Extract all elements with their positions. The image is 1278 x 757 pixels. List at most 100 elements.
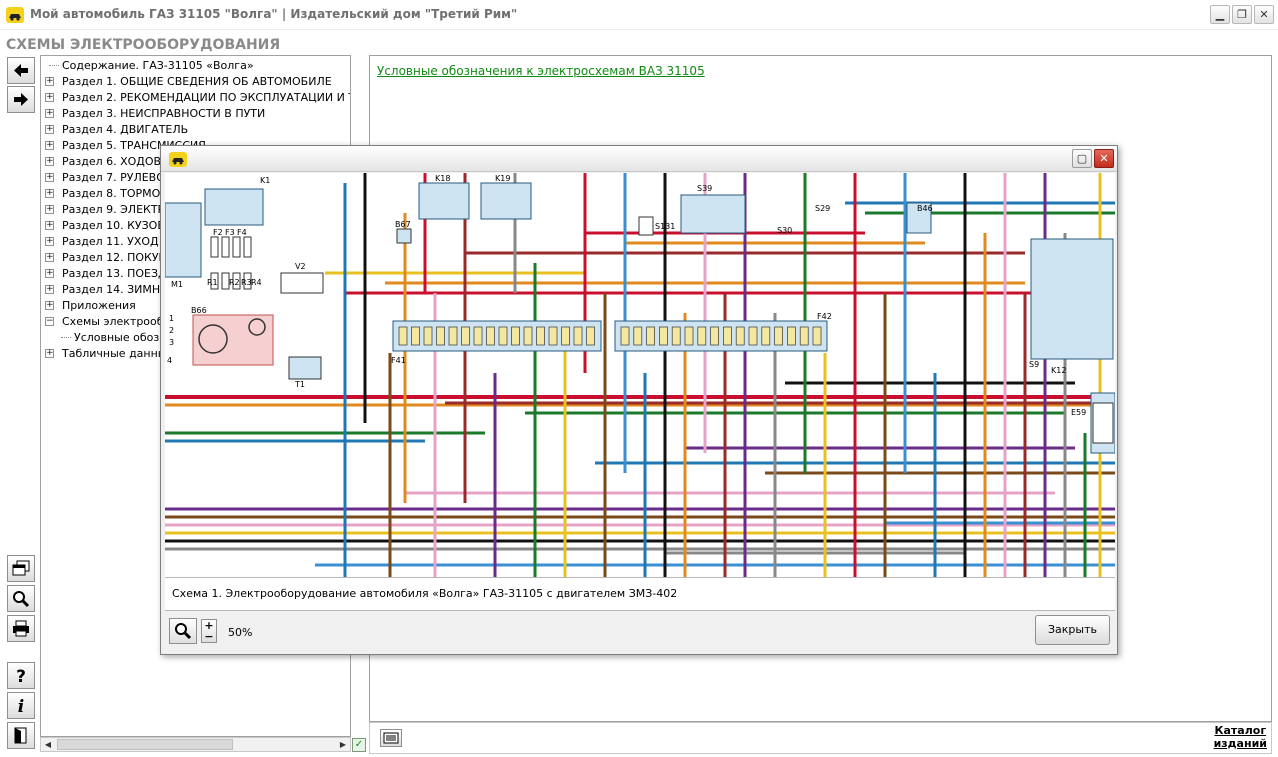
zoom-tool-button[interactable] bbox=[169, 618, 197, 644]
component-label: M1 bbox=[171, 280, 183, 289]
component-label: K18 bbox=[435, 174, 450, 183]
fuse bbox=[787, 326, 796, 346]
expand-icon[interactable]: + bbox=[45, 300, 54, 310]
print-button[interactable] bbox=[7, 615, 35, 642]
sensor-element bbox=[198, 324, 228, 354]
windows-button[interactable] bbox=[7, 555, 35, 582]
component-label: B66 bbox=[191, 306, 207, 315]
toc-item-label: Раздел 3. НЕИСПРАВНОСТИ В ПУТИ bbox=[62, 107, 266, 120]
component-label: S30 bbox=[777, 226, 792, 235]
expand-icon[interactable]: + bbox=[45, 76, 54, 86]
resistor bbox=[232, 236, 241, 258]
fuse bbox=[461, 326, 470, 346]
list-icon bbox=[383, 732, 399, 744]
zoom-stepper[interactable]: + − bbox=[201, 619, 217, 643]
expand-icon[interactable]: + bbox=[45, 284, 54, 294]
relay bbox=[418, 182, 470, 220]
relay bbox=[204, 188, 264, 226]
fuse bbox=[436, 326, 445, 346]
lamp-block bbox=[1092, 402, 1114, 444]
close-modal-button[interactable]: ✕ bbox=[1094, 149, 1114, 168]
close-icon: ✕ bbox=[1099, 152, 1109, 165]
close-window-button[interactable]: ✕ bbox=[1254, 5, 1274, 24]
component-label: K19 bbox=[495, 174, 510, 183]
component-label: F4 bbox=[237, 228, 247, 237]
info-button[interactable]: i bbox=[7, 692, 35, 719]
list-button[interactable] bbox=[380, 729, 402, 747]
fuse bbox=[586, 326, 595, 346]
back-button[interactable] bbox=[7, 57, 35, 84]
catalog-link[interactable]: Каталог изданий bbox=[1214, 724, 1267, 750]
toc-horizontal-scrollbar[interactable]: ◀ ▶ bbox=[40, 737, 351, 752]
collapse-icon[interactable]: − bbox=[45, 316, 54, 326]
toc-item-label: Раздел 4. ДВИГАТЕЛЬ bbox=[62, 123, 189, 136]
help-button[interactable]: ? bbox=[7, 662, 35, 689]
relay bbox=[1030, 238, 1114, 360]
resistor bbox=[243, 272, 252, 290]
expand-icon[interactable]: + bbox=[45, 268, 54, 278]
search-button[interactable] bbox=[7, 585, 35, 612]
expand-icon[interactable]: + bbox=[45, 172, 54, 182]
expand-icon[interactable]: + bbox=[45, 92, 54, 102]
catalog-link-line2: изданий bbox=[1213, 737, 1267, 750]
sync-checkbox[interactable]: ✓ bbox=[352, 738, 366, 752]
legend-link[interactable]: Условные обозначения к электросхемам ВАЗ… bbox=[377, 64, 705, 78]
content-footer: Каталог изданий bbox=[369, 722, 1272, 754]
expand-icon[interactable]: + bbox=[45, 204, 54, 214]
expand-icon[interactable]: + bbox=[45, 156, 54, 166]
restore-button[interactable]: ❐ bbox=[1232, 5, 1252, 24]
fuse bbox=[799, 326, 809, 346]
relay-small bbox=[396, 228, 412, 244]
zoom-level: 50% bbox=[228, 626, 253, 639]
resistor bbox=[221, 272, 230, 290]
svg-text:?: ? bbox=[16, 667, 26, 685]
component-label: 2 bbox=[169, 326, 174, 335]
close-button[interactable]: Закрыть bbox=[1035, 615, 1110, 645]
maximize-button[interactable]: ▢ bbox=[1072, 149, 1092, 168]
expand-icon[interactable]: + bbox=[45, 124, 54, 134]
fuse bbox=[423, 326, 433, 346]
fuse bbox=[411, 326, 420, 346]
minimize-button[interactable]: ▁ bbox=[1210, 5, 1230, 24]
scroll-left-icon[interactable]: ◀ bbox=[44, 740, 52, 749]
forward-button[interactable] bbox=[7, 86, 35, 113]
fuse bbox=[697, 326, 707, 346]
transformer bbox=[288, 356, 322, 380]
toc-item-label: Раздел 2. РЕКОМЕНДАЦИИ ПО ЭКСПЛУАТАЦИИ И… bbox=[62, 91, 351, 104]
zoom-out-button[interactable]: − bbox=[204, 630, 214, 643]
component-label: S9 bbox=[1029, 360, 1039, 369]
zoom-in-button[interactable]: + bbox=[204, 619, 214, 632]
sensor-block bbox=[192, 314, 274, 366]
section-heading: СХЕМЫ ЭЛЕКТРООБОРУДОВАНИЯ bbox=[6, 37, 281, 53]
toc-item-label: Содержание. ГАЗ-31105 «Волга» bbox=[62, 59, 254, 72]
info-icon: i bbox=[18, 697, 24, 715]
exit-button[interactable] bbox=[7, 722, 35, 749]
restore-icon: ❐ bbox=[1237, 8, 1247, 21]
fuse bbox=[812, 326, 822, 346]
scrollbar-thumb[interactable] bbox=[57, 739, 233, 750]
component-label: R3 bbox=[241, 278, 252, 287]
expand-icon[interactable]: + bbox=[45, 348, 54, 358]
component-label: F2 bbox=[213, 228, 223, 237]
expand-icon[interactable]: + bbox=[45, 140, 54, 150]
diagram-window-titlebar[interactable]: ▢ ✕ bbox=[161, 146, 1117, 172]
diagram-caption: Схема 1. Электрооборудование автомобиля … bbox=[172, 587, 678, 600]
expand-icon[interactable]: + bbox=[45, 236, 54, 246]
scroll-right-icon[interactable]: ▶ bbox=[339, 740, 347, 749]
component-label: T1 bbox=[294, 380, 305, 389]
expand-icon[interactable]: + bbox=[45, 220, 54, 230]
expand-icon[interactable]: + bbox=[45, 252, 54, 262]
catalog-link-line1: Каталог bbox=[1214, 724, 1267, 737]
component-label: R2 bbox=[229, 278, 240, 287]
component-label: S39 bbox=[697, 184, 712, 193]
resistor bbox=[221, 236, 230, 258]
fuse bbox=[511, 326, 520, 346]
switch bbox=[638, 216, 654, 236]
expand-icon[interactable]: + bbox=[45, 108, 54, 118]
window-titlebar[interactable]: Мой автомобиль ГАЗ 31105 "Волга" | Издат… bbox=[0, 0, 1278, 30]
close-icon: ✕ bbox=[1259, 8, 1269, 21]
expand-icon[interactable]: + bbox=[45, 188, 54, 198]
